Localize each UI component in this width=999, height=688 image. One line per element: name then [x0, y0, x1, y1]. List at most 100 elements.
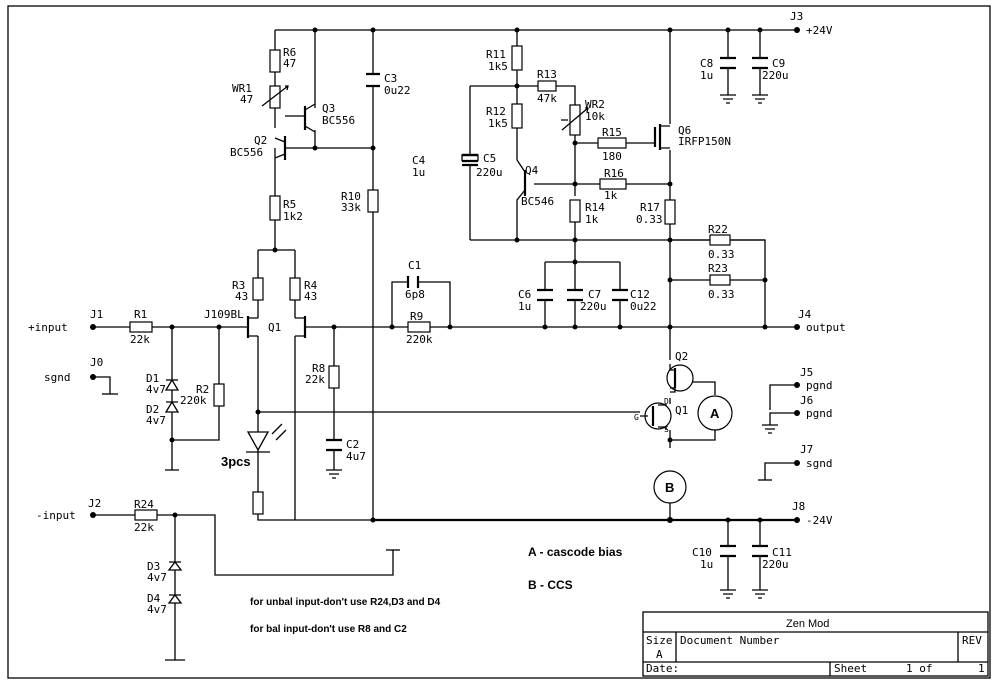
r1-val: 22k	[130, 333, 150, 346]
wr2-val: 10k	[585, 110, 605, 123]
c12-val: 0u22	[630, 300, 657, 313]
c12-ref: C12	[630, 288, 650, 301]
r1-ref: R1	[134, 308, 147, 321]
q3-ref: Q3	[322, 102, 335, 115]
c11-val: 220u	[762, 558, 789, 571]
q4-ref: Q4	[525, 164, 539, 177]
drain-pin-label: D	[664, 397, 669, 406]
legend-b: B - CCS	[528, 578, 573, 592]
r15-val: 180	[602, 150, 622, 163]
r4-ref: R4	[304, 279, 318, 292]
c7-val: 220u	[580, 300, 607, 313]
d3-ref: D3	[147, 560, 160, 573]
c8-val: 1u	[700, 69, 713, 82]
sheet-label: Sheet	[834, 662, 867, 675]
j4-label: J4	[798, 308, 812, 321]
r13-val: 47k	[537, 92, 557, 105]
r8-ref: R8	[312, 362, 325, 375]
q6-val: IRFP150N	[678, 135, 731, 148]
c4-ref: C4	[412, 154, 426, 167]
r2-ref: R2	[196, 383, 209, 396]
grounds	[102, 94, 778, 661]
c2-val: 4u7	[346, 450, 366, 463]
wr1-ref: WR1	[232, 82, 252, 95]
r23-val: 0.33	[708, 288, 735, 301]
r5-val: 1k2	[283, 210, 303, 223]
q1-val: J109BL	[204, 308, 244, 321]
led-count: 3pcs	[221, 454, 251, 469]
c3-ref: C3	[384, 72, 397, 85]
note-unbal: for unbal input-don't use R24,D3 and D4	[250, 597, 441, 608]
r11-val: 1k5	[488, 60, 508, 73]
d3-val: 4v7	[147, 571, 167, 584]
c6-ref: C6	[518, 288, 531, 301]
r17-val: 0.33	[636, 213, 663, 226]
plus-input-label: +input	[28, 321, 68, 334]
neg24-label: -24V	[806, 514, 833, 527]
q4-val: BC546	[521, 195, 554, 208]
sheet-border	[7, 5, 991, 679]
size-label: Size	[646, 634, 673, 647]
r10-ref: R10	[341, 190, 361, 203]
r9-ref: R9	[410, 310, 423, 323]
r22-ref: R22	[708, 223, 728, 236]
company-name: Zen Mod	[786, 618, 829, 630]
d2-val: 4v7	[146, 414, 166, 427]
r6-ref: R6	[283, 46, 296, 59]
pos24-label: +24V	[806, 24, 833, 37]
q3-val: BC556	[322, 114, 355, 127]
c2-ref: C2	[346, 438, 359, 451]
cascode-q2-ref: Q2	[675, 350, 688, 363]
output-label: output	[806, 321, 846, 334]
wr2-ref: WR2	[585, 98, 605, 111]
j1-label: J1	[90, 308, 103, 321]
d1-val: 4v7	[146, 383, 166, 396]
meter-b-circle	[653, 470, 687, 504]
title-block	[642, 611, 989, 677]
diodes	[164, 378, 287, 605]
d4-val: 4v7	[147, 603, 167, 616]
wr1-val: 47	[240, 93, 253, 106]
r23-ref: R23	[708, 262, 728, 275]
c10-ref: C10	[692, 546, 712, 559]
d4-ref: D4	[147, 592, 161, 605]
r15-ref: R15	[602, 126, 622, 139]
r16-val: 1k	[604, 189, 618, 202]
r5-ref: R5	[283, 198, 296, 211]
d2-ref: D2	[146, 403, 159, 416]
c5-val: 220u	[476, 166, 503, 179]
r24-ref: R24	[134, 498, 154, 511]
j6-label: J6	[800, 394, 813, 407]
r22-val: 0.33	[708, 248, 735, 261]
r12-ref: R12	[486, 105, 506, 118]
q6-ref: Q6	[678, 124, 691, 137]
r14-val: 1k	[585, 213, 599, 226]
r14-ref: R14	[585, 201, 605, 214]
r8-val: 22k	[305, 373, 325, 386]
r4-val: 43	[304, 290, 317, 303]
c11-ref: C11	[772, 546, 792, 559]
r24-val: 22k	[134, 521, 154, 534]
r6-val: 47	[283, 57, 296, 70]
c3-val: 0u22	[384, 84, 411, 97]
j8-label: J8	[792, 500, 805, 513]
source-pin-label: S	[664, 425, 669, 434]
c9-val: 220u	[762, 69, 789, 82]
r3-val: 43	[235, 290, 248, 303]
r16-ref: R16	[604, 167, 624, 180]
r13-ref: R13	[537, 68, 557, 81]
c9-ref: C9	[772, 57, 785, 70]
meter-a-circle	[697, 395, 733, 431]
j7-label: J7	[800, 443, 813, 456]
q1-ref: Q1	[268, 321, 281, 334]
pgnd5-label: pgnd	[806, 379, 833, 392]
ccs-q1-ref: Q1	[675, 404, 688, 417]
rev-label: REV	[962, 634, 982, 647]
sheet-total: 1	[978, 662, 985, 675]
c1-ref: C1	[408, 259, 421, 272]
r17-ref: R17	[640, 201, 660, 214]
c6-val: 1u	[518, 300, 531, 313]
j5-label: J5	[800, 366, 813, 379]
sgnd0-label: sgnd	[44, 371, 71, 384]
